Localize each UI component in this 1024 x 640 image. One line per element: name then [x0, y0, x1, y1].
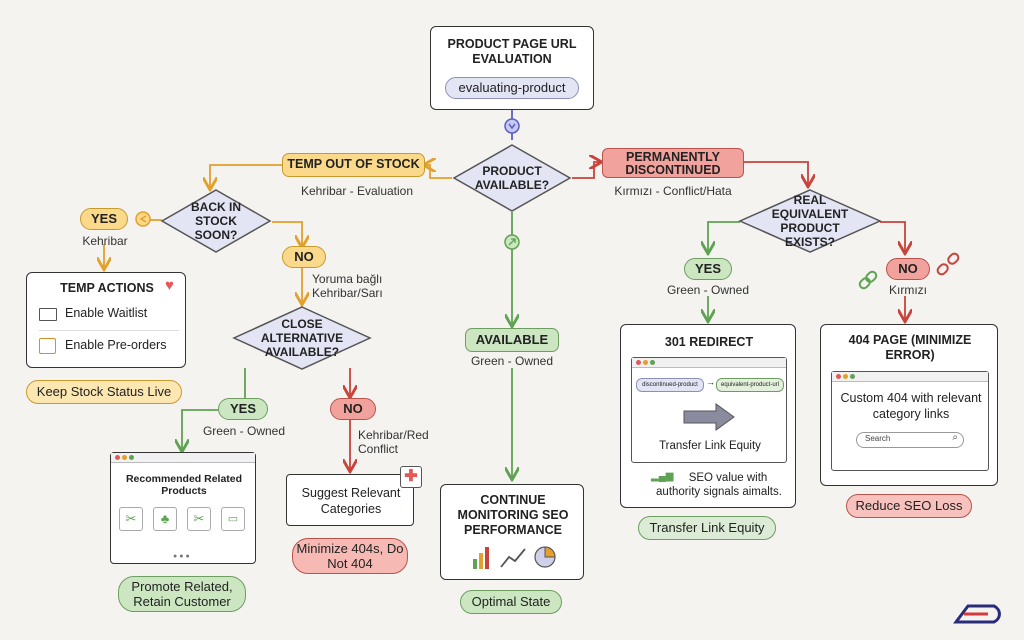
transfer-equity-pill: Transfer Link Equity: [638, 516, 776, 540]
product-icon: ✂: [187, 507, 211, 531]
product-icon: ✂: [119, 507, 143, 531]
calendar-icon: [39, 338, 56, 354]
page404-card: 404 PAGE (MINIMIZE ERROR) Custom 404 wit…: [820, 324, 998, 486]
window-bar: [111, 453, 255, 463]
optimal-state-pill: Optimal State: [460, 590, 562, 614]
decision-real-equivalent: REAL EQUIVALENT PRODUCT EXISTS?: [738, 188, 882, 254]
plus-icon: ✚: [400, 466, 422, 488]
edge-temp: [425, 165, 452, 179]
decision-back-in-stock: BACK IN STOCK SOON?: [160, 188, 272, 254]
available-node: AVAILABLE: [465, 328, 559, 352]
related-title: Recommended Related Products: [125, 473, 243, 497]
perm-sub: Kırmızı - Conflict/Hata: [614, 184, 732, 198]
decision-product-available: PRODUCT AVAILABLE?: [452, 143, 572, 213]
redirect-from: discontinued-product: [636, 378, 704, 392]
decision-main-text: PRODUCT AVAILABLE?: [474, 164, 550, 192]
back-yes-pill: YES: [80, 208, 128, 230]
available-sub: Green - Owned: [470, 354, 554, 368]
eq-yes-pill: YES: [684, 258, 732, 280]
redirect-card: 301 REDIRECT discontinued-product → equi…: [620, 324, 796, 508]
chart-icons: [473, 546, 556, 569]
broken-link-icon: [936, 252, 960, 276]
back-yes-sub: Kehribar: [82, 234, 128, 248]
back-in-stock-text: BACK IN STOCK SOON?: [191, 200, 241, 242]
temp-action-waitlist: Enable Waitlist: [65, 306, 148, 320]
browser-404-mock: Custom 404 with relevant category links …: [831, 371, 989, 471]
product-thumbnails: ✂ ♣ ✂ ▭: [119, 507, 249, 535]
browser-mock: discontinued-product → equivalent-produc…: [631, 357, 787, 463]
divider: [39, 330, 179, 331]
search-icon: ⌕: [952, 432, 958, 443]
mail-icon: [39, 308, 57, 321]
product-icon: ▭: [221, 507, 245, 531]
carousel-dots: ●●●: [173, 553, 192, 560]
temp-sub: Kehribar - Evaluation: [300, 184, 414, 198]
temp-actions-title: TEMP ACTIONS: [60, 281, 154, 295]
temp-actions-card: TEMP ACTIONS ♥ Enable Waitlist Enable Pr…: [26, 272, 186, 368]
down-arrow-icon: [504, 118, 520, 134]
page404-text: Custom 404 with relevant category links: [840, 391, 982, 421]
close-no-sub: Kehribar/Red Conflict: [358, 428, 429, 456]
close-alt-text: CLOSE ALTERNATIVE AVAILABLE?: [260, 317, 344, 359]
keep-stock-pill: Keep Stock Status Live: [26, 380, 182, 404]
perm-discontinued-node: PERMANENTLY DISCONTINUED: [602, 148, 744, 178]
monitor-title: CONTINUE MONITORING SEO PERFORMANCE: [457, 493, 569, 537]
decision-close-alternative: CLOSE ALTERNATIVE AVAILABLE?: [232, 305, 372, 371]
eq-yes-sub: Green - Owned: [666, 283, 750, 297]
close-yes-pill: YES: [218, 398, 268, 420]
start-node: PRODUCT PAGE URL EVALUATION evaluating-p…: [430, 26, 594, 110]
search-input[interactable]: Search ⌕: [856, 432, 964, 448]
back-no-pill: NO: [282, 246, 326, 268]
temp-action-preorders: Enable Pre-orders: [65, 338, 167, 352]
monitoring-card: CONTINUE MONITORING SEO PERFORMANCE: [440, 484, 584, 580]
left-arrow-icon: [135, 211, 151, 227]
redirect-caption: Transfer Link Equity: [659, 440, 761, 452]
suggest-categories-card: Suggest Relevant Categories: [286, 474, 414, 526]
heart-icon: ♥: [165, 277, 174, 294]
arrow-right-icon: →: [706, 377, 715, 387]
page404-title: 404 PAGE (MINIMIZE ERROR): [848, 333, 972, 362]
product-icon: ♣: [153, 507, 177, 531]
promote-related-pill: Promote Related, Retain Customer: [118, 576, 246, 612]
brand-logo-icon: [953, 604, 1001, 624]
eq-no-pill: NO: [886, 258, 930, 280]
close-yes-sub: Green - Owned: [202, 424, 286, 438]
reduce-seo-loss-pill: Reduce SEO Loss: [846, 494, 972, 518]
temp-out-of-stock-node: TEMP OUT OF STOCK: [282, 153, 425, 177]
back-no-sub: Yoruma bağlı Kehribar/Sarı: [312, 272, 383, 300]
search-placeholder: Search: [865, 434, 891, 443]
start-tag: evaluating-product: [445, 77, 579, 99]
redirect-note: SEO value with authority signals aimalts…: [656, 472, 782, 498]
suggest-text: Suggest Relevant Categories: [301, 486, 401, 516]
real-eq-text: REAL EQUIVALENT PRODUCT EXISTS?: [771, 193, 849, 249]
minimize-404-pill: Minimize 404s, Do Not 404: [292, 538, 408, 574]
big-arrow-icon: [683, 403, 735, 431]
link-icon: [858, 270, 878, 290]
related-products-card: Recommended Related Products ✂ ♣ ✂ ▭ ●●●: [110, 452, 256, 564]
signal-icon: ▂▄▆: [651, 471, 674, 482]
redirect-to: equivalent-product-url: [716, 378, 784, 392]
edge-temp-back: [210, 164, 282, 188]
redirect-title: 301 REDIRECT: [664, 335, 754, 349]
eq-no-sub: Kırmızı: [889, 283, 927, 297]
close-no-pill: NO: [330, 398, 376, 420]
start-title: PRODUCT PAGE URL EVALUATION: [447, 37, 577, 66]
